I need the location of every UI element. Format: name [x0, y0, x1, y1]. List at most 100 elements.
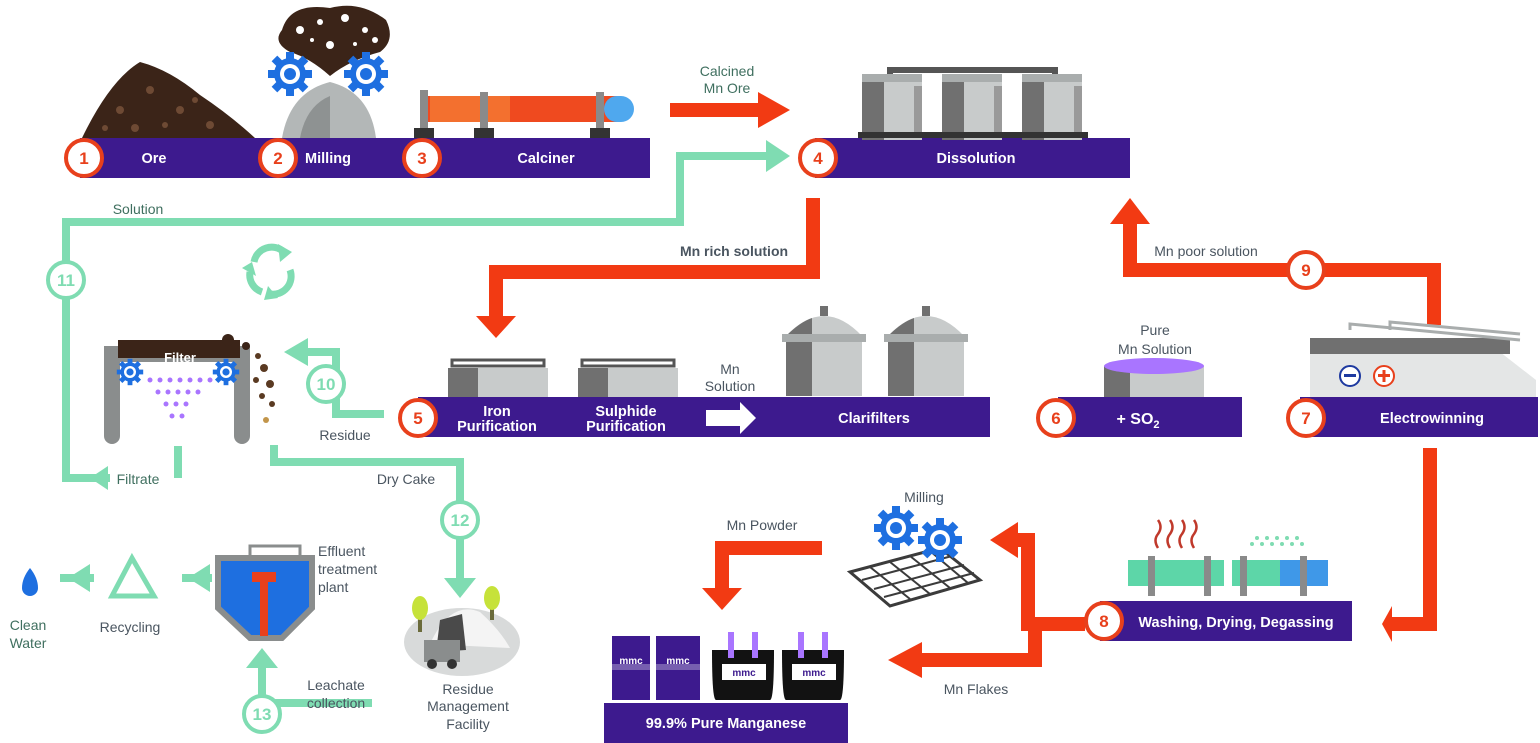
step-number-10: 10	[317, 375, 336, 394]
bar-washing	[1100, 601, 1352, 641]
label-dissolution: Dissolution	[937, 151, 1016, 167]
orange-arrow-heads	[476, 92, 1392, 678]
label-ore: Ore	[142, 151, 167, 167]
bar-dissolution	[815, 138, 1130, 178]
label-treatment: treatment	[318, 561, 377, 577]
clarifilter-silos-icon	[782, 306, 968, 396]
milling-mesh-icon	[846, 506, 984, 608]
label-dry-cake: Dry Cake	[377, 471, 436, 487]
water-drop-icon	[22, 568, 38, 596]
tree-icon	[484, 586, 500, 610]
label-clarifilters: Clarifilters	[838, 411, 910, 427]
step-number-2: 2	[273, 149, 282, 168]
bar-so2	[1058, 397, 1242, 437]
label-mn-powder: Mn Powder	[727, 517, 798, 533]
step-number-13: 13	[253, 705, 272, 724]
step-number-11: 11	[57, 271, 75, 290]
label-effluent: Effluent	[318, 543, 365, 559]
step-number-3: 3	[417, 149, 426, 168]
barrel-logo: mmc	[666, 656, 690, 667]
tank-icon	[862, 74, 922, 140]
label-clean: Clean	[10, 617, 47, 633]
step-number-9: 9	[1301, 261, 1310, 280]
step-number-5: 5	[413, 409, 422, 428]
label-filter: Filter	[164, 350, 196, 365]
label-washing: Washing, Drying, Degassing	[1138, 615, 1333, 631]
dissolution-tanks-icon	[858, 67, 1088, 140]
residue-particles-icon	[222, 334, 275, 423]
label-iron: Iron	[483, 404, 510, 420]
tank-icon	[942, 74, 1002, 140]
purification-tanks-icon	[448, 358, 756, 434]
electrowinning-cell-icon	[1310, 320, 1536, 397]
label-management: Management	[427, 698, 509, 714]
label-residue-2: Residue	[442, 681, 494, 697]
bag-icon: mmc mmc	[712, 632, 844, 700]
step-circles: 1 2 3 4 5 6 7 8 9 10 11 12 13	[46, 138, 1326, 734]
step-number-12: 12	[451, 511, 470, 530]
gear-icon	[116, 358, 144, 386]
orange-flow-lines	[489, 103, 1441, 667]
label-milling-2: Milling	[904, 489, 944, 505]
label-mn-flakes: Mn Flakes	[944, 681, 1009, 697]
gear-icon	[212, 358, 240, 386]
label-so2: + SO2	[1116, 411, 1159, 431]
gear-icon	[918, 518, 962, 562]
step-number-6: 6	[1051, 409, 1060, 428]
label-solution-2: Solution	[705, 378, 756, 394]
label-facility: Facility	[446, 716, 490, 732]
label-sulphide: Sulphide	[595, 404, 656, 420]
milling-machine-icon	[268, 5, 390, 138]
residue-facility-icon	[404, 586, 520, 676]
label-mn: Mn	[720, 361, 739, 377]
spray-icon	[1250, 536, 1304, 546]
label-residue: Residue	[319, 427, 371, 443]
step-number-7: 7	[1301, 409, 1310, 428]
gear-icon	[344, 52, 388, 96]
product-containers-icon: mmc mmc mmc mmc	[612, 632, 844, 700]
filter-press-icon	[104, 334, 275, 444]
bar-ore-milling-calciner	[80, 138, 650, 178]
label-pure: Pure	[1140, 322, 1170, 338]
tank-icon	[1022, 74, 1082, 140]
step-number-8: 8	[1099, 612, 1108, 631]
label-mn-poor: Mn poor solution	[1154, 243, 1258, 259]
bag-logo: mmc	[802, 668, 826, 679]
label-calciner: Calciner	[517, 151, 575, 167]
label-mn-rich: Mn rich solution	[680, 243, 788, 259]
bar-purification	[418, 397, 990, 437]
truck-icon	[424, 640, 460, 662]
label-leachate: Leachate	[307, 677, 365, 693]
label-electrowinning: Electrowinning	[1380, 411, 1484, 427]
effluent-plant-icon	[215, 544, 315, 641]
tree-icon	[412, 596, 428, 620]
label-product: 99.9% Pure Manganese	[646, 716, 806, 732]
bar-electrowinning	[1300, 397, 1538, 437]
barrel-icon: mmc mmc	[612, 636, 700, 700]
recycle-icon	[107, 552, 159, 599]
gear-icon	[268, 52, 312, 96]
label-water: Water	[10, 635, 47, 651]
ore-pile-icon	[82, 62, 255, 138]
label-plant: plant	[318, 579, 348, 595]
step-number-4: 4	[813, 149, 823, 168]
label-mn-solution: Mn Solution	[1118, 341, 1192, 357]
step-number-1: 1	[79, 149, 88, 168]
label-calcined: Calcined	[700, 63, 754, 79]
label-so2-main: + SO	[1116, 411, 1153, 428]
calciner-kiln-icon	[414, 90, 634, 138]
arrow-line-water	[60, 574, 94, 582]
gear-icon	[874, 506, 918, 550]
solution-basin-icon	[1104, 358, 1204, 397]
label-solution: Solution	[113, 201, 164, 217]
label-sulphide-purification: Purification	[586, 419, 666, 435]
heat-icon	[1154, 519, 1198, 549]
washing-drying-icon	[1128, 519, 1328, 596]
barrel-logo: mmc	[619, 656, 643, 667]
arrow-line-recycling	[182, 574, 212, 582]
white-arrow-icon	[706, 402, 756, 434]
label-recycling: Recycling	[100, 619, 161, 635]
label-collection: collection	[307, 695, 365, 711]
